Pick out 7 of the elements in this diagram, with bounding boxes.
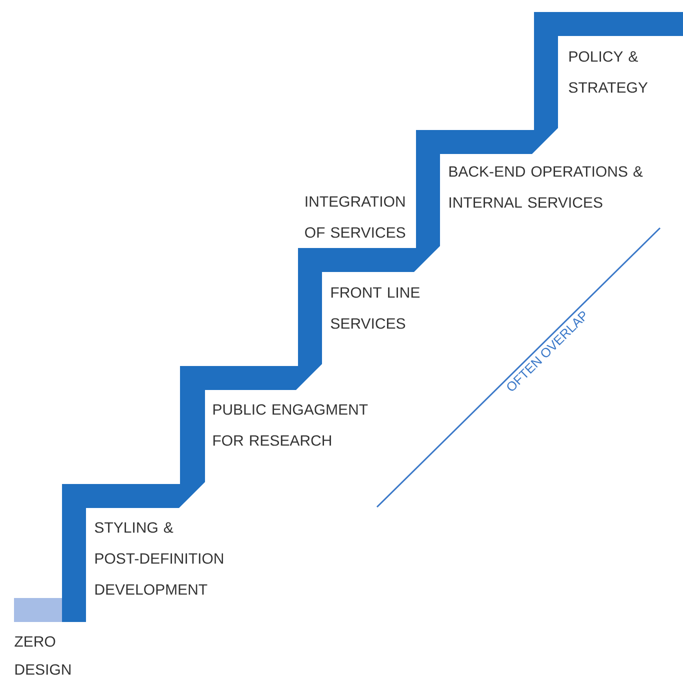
step-label: INTEGRATION OF SERVICES bbox=[305, 196, 406, 238]
step-label: POLICY & STRATEGY bbox=[568, 51, 648, 93]
step-label: FRONT LINE SERVICES bbox=[330, 287, 420, 329]
step-label: STYLING & POST-DEFINITION DEVELOPMENT bbox=[94, 522, 223, 595]
step-label: PUBLIC ENGAGMENT FOR RESEARCH bbox=[213, 404, 368, 446]
step-label: BACK-END OPERATIONS & INTERNAL SERVICES bbox=[449, 166, 643, 208]
step-label: ZERO DESIGN bbox=[14, 636, 70, 675]
